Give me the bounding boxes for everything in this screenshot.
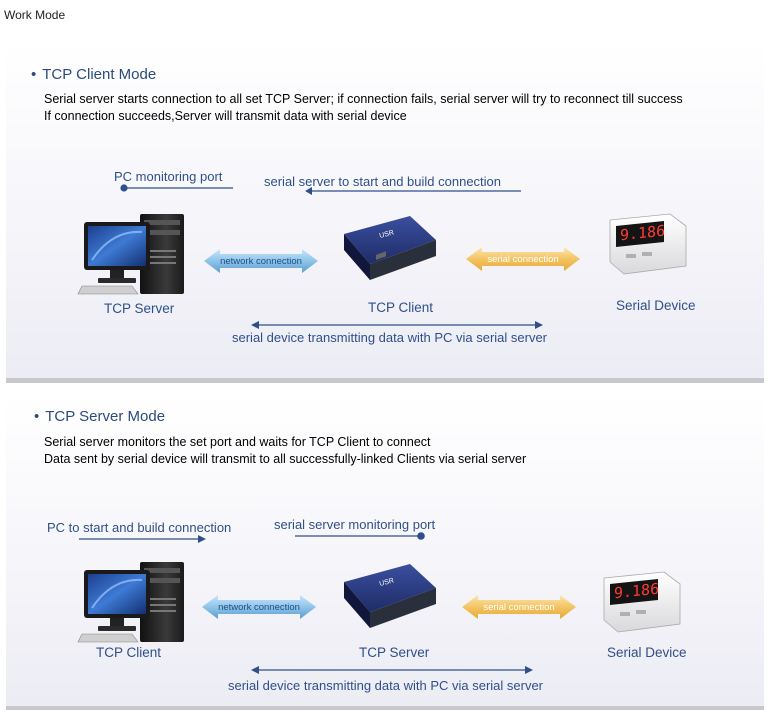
client-transmit-arrow [251,321,543,329]
client-mode-title: • TCP Client Mode [31,66,156,83]
build-connection-arrow [305,187,521,195]
client-label-tcp-server: TCP Server [104,301,175,316]
server-desc-line-2: Data sent by serial device will transmit… [44,452,527,466]
pc-build-connection-arrow [79,535,206,543]
serial-server-device-icon: USR [344,216,436,280]
pc-tower-monitor-icon [77,562,184,643]
svg-text:USR: USR [379,229,395,240]
svg-text:USR: USR [379,577,395,588]
server-monitor-port-marker [295,532,425,540]
server-mode-title: • TCP Server Mode [34,408,165,425]
client-note-transmit: serial device transmitting data with PC … [232,330,548,345]
svg-text:9.186: 9.186 [620,222,665,245]
network-connection-label: network connection [220,256,302,267]
client-mode-divider [6,378,764,383]
server-mode-divider [6,706,764,710]
server-mode-panel [6,396,764,706]
network-connection-label: network connection [218,602,300,613]
client-note-monitor-port: PC monitoring port [114,169,223,184]
client-label-serial-device: Serial Device [616,298,696,313]
network-connection-arrow [204,249,318,273]
page-heading: Work Mode [4,8,66,22]
server-note-transmit: serial device transmitting data with PC … [228,678,544,693]
server-desc-line-1: Serial server monitors the set port and … [44,435,431,449]
bullet: • [34,408,40,425]
client-note-build-connection: serial server to start and build connect… [264,174,502,189]
serial-connection-label: serial connection [487,254,559,265]
client-label-tcp-client: TCP Client [368,300,434,315]
digital-display-device-icon: 9.186 [603,571,681,633]
serial-connection-arrow [462,595,576,619]
bullet: • [31,66,37,83]
serial-connection-arrow [466,247,580,271]
client-mode-title-text: TCP Client Mode [42,66,157,83]
server-label-tcp-server: TCP Server [359,645,430,660]
client-mode-description: Serial server starts connection to all s… [44,91,683,125]
server-transmit-arrow [251,666,533,674]
server-label-serial-device: Serial Device [607,645,687,660]
client-desc-line-1: Serial server starts connection to all s… [44,92,683,106]
monitor-port-marker [120,184,233,192]
server-mode-title-text: TCP Server Mode [45,408,166,425]
serial-connection-label: serial connection [483,602,555,613]
pc-tower-monitor-icon [77,214,184,295]
client-desc-line-2: If connection succeeds,Server will trans… [44,109,407,123]
digital-display-device-icon: 9.186 [609,213,687,275]
network-connection-arrow [202,595,316,619]
server-mode-description: Serial server monitors the set port and … [44,434,526,468]
client-mode-panel [6,40,764,378]
serial-server-device-icon: USR [344,564,436,628]
server-note-monitor-port: serial server monitoring port [274,517,436,532]
server-note-build-connection: PC to start and build connection [47,520,232,535]
svg-text:9.186: 9.186 [614,580,659,603]
server-label-tcp-client: TCP Client [96,645,162,660]
